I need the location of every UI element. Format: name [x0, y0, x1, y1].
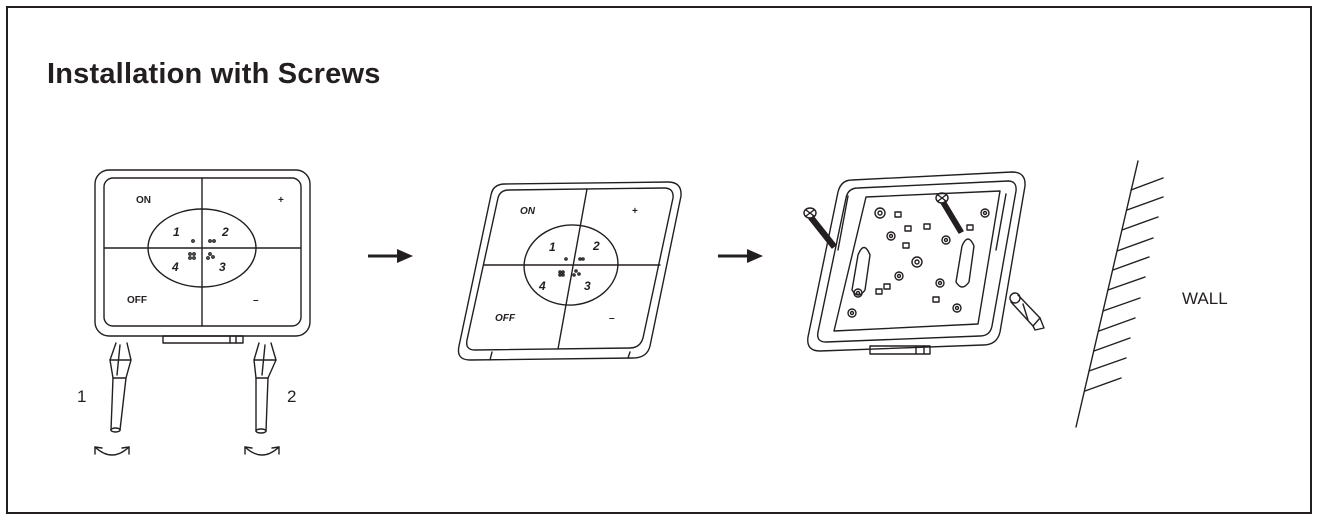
right-arrow-icon	[368, 249, 413, 263]
zone-4-label: 4	[171, 260, 179, 274]
rotate-arrows-icon	[244, 446, 280, 456]
minus-button-label: –	[253, 295, 259, 306]
step-2-label: 2	[287, 387, 296, 406]
diagram-title: Installation with Screws	[47, 58, 381, 90]
on-button-label: ON	[520, 206, 536, 217]
switch-perspective-view	[457, 181, 682, 361]
plus-button-label: +	[632, 206, 638, 217]
back-plate-view	[807, 171, 1026, 355]
screwdriver-icon	[109, 342, 132, 433]
on-button-label: ON	[136, 195, 151, 206]
zone-1-label: 1	[549, 240, 556, 254]
minus-button-label: –	[609, 313, 615, 324]
right-arrow-icon	[718, 249, 763, 263]
rotate-arrows-icon	[94, 446, 130, 456]
zone-1-label: 1	[173, 225, 180, 239]
zone-3-label: 3	[219, 260, 226, 274]
zone-3-label: 3	[584, 279, 591, 293]
off-button-label: OFF	[495, 313, 516, 324]
off-button-label: OFF	[127, 295, 147, 306]
wall-label: WALL	[1182, 289, 1228, 308]
screwdriver-icon	[253, 342, 277, 434]
wall-anchor-icon	[1009, 292, 1045, 331]
zone-4-label: 4	[538, 279, 546, 293]
wall-icon	[1075, 160, 1164, 428]
step-1-label: 1	[77, 387, 86, 406]
zone-2-label: 2	[592, 239, 600, 253]
screw-icon	[935, 192, 964, 234]
plus-button-label: +	[278, 195, 284, 206]
zone-2-label: 2	[221, 225, 229, 239]
switch-front-view	[94, 169, 311, 344]
screw-icon	[803, 207, 837, 249]
